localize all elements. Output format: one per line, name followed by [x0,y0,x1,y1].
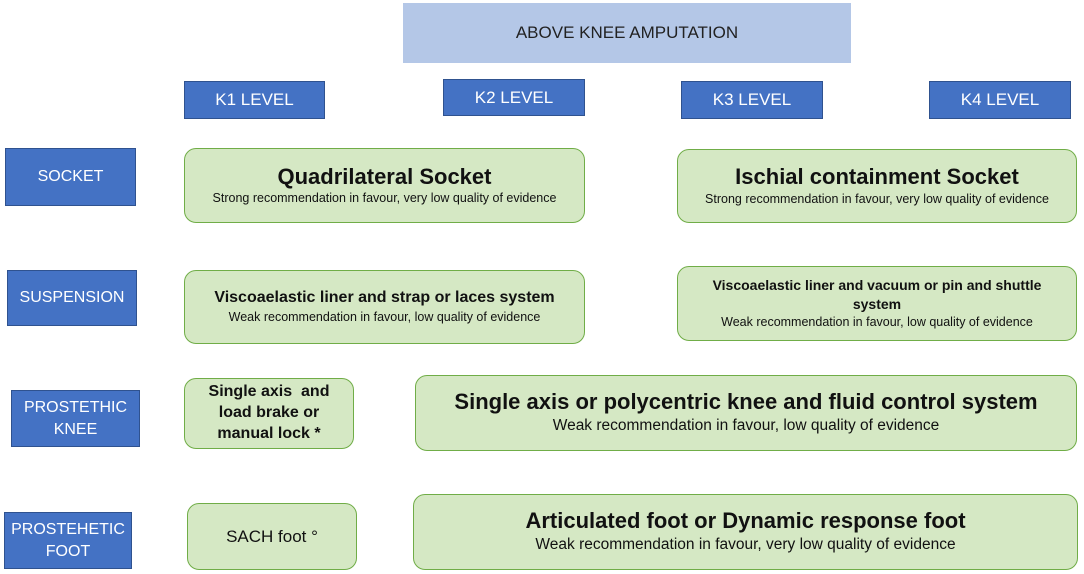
suspension-k3-k4-title: Viscoaelastic liner and vacuum or pin an… [712,277,1042,313]
diagram-title: ABOVE KNEE AMPUTATION [403,3,851,63]
row-label-knee-line1: PROSTETHIC [23,398,128,416]
knee-k2-k4-title: Single axis or polycentric knee and flui… [454,389,1038,415]
row-label-socket: SOCKET [5,148,136,206]
knee-k1-line1: Single axis and [208,383,330,401]
suspension-k1-k2-box: Viscoaelastic liner and strap or laces s… [184,270,585,344]
row-label-knee: PROSTETHIC KNEE [11,390,140,447]
suspension-k1-k2-title: Viscoaelastic liner and strap or laces s… [214,289,555,307]
level-k4: K4 LEVEL [929,81,1071,119]
knee-k2-k4-box: Single axis or polycentric knee and flui… [415,375,1077,451]
row-label-foot-line1: PROSTEHETIC [11,520,125,538]
socket-k3-k4-box: Ischial containment Socket Strong recomm… [677,149,1077,223]
socket-k3-k4-note: Strong recommendation in favour, very lo… [705,191,1049,206]
level-k1: K1 LEVEL [184,81,325,119]
suspension-k3-k4-box: Viscoaelastic liner and vacuum or pin an… [677,266,1077,341]
socket-k1-k2-note: Strong recommendation in favour, very lo… [212,191,557,206]
socket-k1-k2-box: Quadrilateral Socket Strong recommendati… [184,148,585,223]
row-label-foot: PROSTEHETIC FOOT [4,512,132,569]
socket-k3-k4-title: Ischial containment Socket [735,164,1019,190]
knee-k2-k4-note: Weak recommendation in favour, low quali… [552,416,940,434]
foot-k1-box: SACH foot ° [187,503,357,570]
row-label-suspension: SUSPENSION [7,270,137,326]
foot-k2-k4-title: Articulated foot or Dynamic response foo… [525,508,966,534]
foot-k2-k4-note: Weak recommendation in favour, very low … [535,535,956,553]
suspension-k3-k4-note: Weak recommendation in favour, low quali… [721,314,1033,329]
socket-k1-k2-title: Quadrilateral Socket [277,163,492,189]
knee-k1-line3: manual lock * [217,424,321,442]
row-label-foot-line2: FOOT [45,542,91,560]
foot-k2-k4-box: Articulated foot or Dynamic response foo… [413,494,1078,570]
knee-k1-line2: load brake or [218,404,320,422]
knee-k1-box: Single axis and load brake or manual loc… [184,378,354,449]
level-k2: K2 LEVEL [443,79,585,116]
level-k3: K3 LEVEL [681,81,823,119]
foot-k1-text: SACH foot ° [226,526,318,546]
row-label-knee-line2: KNEE [53,420,98,438]
suspension-k1-k2-note: Weak recommendation in favour, low quali… [228,309,541,324]
